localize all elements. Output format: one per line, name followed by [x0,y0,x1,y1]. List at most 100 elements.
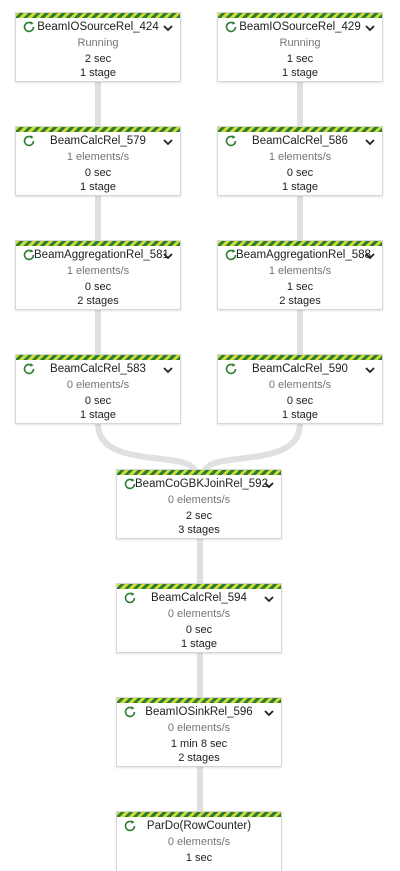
status-stripe [117,698,281,703]
step-throughput: 1 elements/s [268,265,332,277]
step-throughput: 0 elements/s [66,379,130,391]
chevron-down-icon[interactable] [364,364,376,376]
step-card-beamiosinkrel-596[interactable]: BeamIOSinkRel_596 0 elements/s 1 min 8 s… [116,697,282,767]
step-card-beamcogbkjoinrel-592[interactable]: BeamCoGBKJoinRel_592 0 elements/s 2 sec … [116,469,282,539]
status-stripe [218,13,382,18]
chevron-down-icon[interactable] [263,707,275,719]
step-throughput: 1 elements/s [66,151,130,163]
step-wall-time: 1 min 8 sec [170,738,228,750]
step-card-beamcalcrel-583[interactable]: BeamCalcRel_583 0 elements/s 0 sec 1 sta… [15,354,181,424]
step-wall-time: 1 sec [286,281,314,293]
chevron-down-icon[interactable] [364,22,376,34]
status-stripe [117,470,281,475]
chevron-down-icon[interactable] [162,136,174,148]
step-wall-time: 0 sec [84,281,112,293]
step-card-beamaggregationrel-581[interactable]: BeamAggregationRel_581 1 elements/s 0 se… [15,240,181,310]
step-stage-count: 1 stage [79,181,117,193]
step-card-pardo-rowcounter[interactable]: ParDo(RowCounter) 0 elements/s 1 sec [116,811,282,871]
step-card-header: ParDo(RowCounter) [117,819,281,835]
chevron-down-icon[interactable] [162,364,174,376]
step-card-header: BeamAggregationRel_588 [218,248,382,264]
chevron-down-icon[interactable] [364,250,376,262]
step-stage-count: 2 stages [77,295,119,307]
step-card-beamiosourcerel-429[interactable]: BeamIOSourceRel_429 Running 1 sec 1 stag… [217,12,383,82]
step-stage-count: 2 stages [178,752,220,764]
step-throughput: Running [77,37,119,49]
step-title: BeamIOSourceRel_429 [239,21,361,33]
step-card-header: BeamCalcRel_590 [218,362,382,378]
step-wall-time: 1 sec [185,852,213,864]
refresh-circle-icon [124,592,136,604]
refresh-circle-icon [23,363,35,375]
status-stripe [117,584,281,589]
status-stripe [16,241,180,246]
status-stripe [16,13,180,18]
step-card-header: BeamIOSourceRel_424 [16,20,180,36]
status-stripe [218,355,382,360]
step-card-header: BeamCalcRel_594 [117,591,281,607]
chevron-down-icon[interactable] [263,593,275,605]
refresh-circle-icon [225,135,237,147]
refresh-circle-icon [23,135,35,147]
step-stage-count: 1 stage [79,409,117,421]
step-throughput: 0 elements/s [268,379,332,391]
status-stripe [16,127,180,132]
step-stage-count: 1 stage [281,67,319,79]
step-title: ParDo(RowCounter) [146,820,252,832]
step-stage-count: 2 stages [279,295,321,307]
step-card-header: BeamCoGBKJoinRel_592 [117,477,281,493]
step-throughput: 1 elements/s [66,265,130,277]
step-title: BeamIOSourceRel_424 [37,21,159,33]
status-stripe [117,812,281,817]
step-stage-count: 1 stage [79,67,117,79]
step-card-beamcalcrel-586[interactable]: BeamCalcRel_586 1 elements/s 0 sec 1 sta… [217,126,383,196]
step-throughput: Running [279,37,321,49]
step-card-header: BeamIOSinkRel_596 [117,705,281,721]
step-throughput: 0 elements/s [167,836,231,848]
step-title: BeamCalcRel_583 [50,363,146,375]
step-wall-time: 2 sec [185,510,213,522]
step-wall-time: 0 sec [286,167,314,179]
step-title: BeamCalcRel_594 [151,592,247,604]
refresh-circle-icon [225,363,237,375]
refresh-circle-icon [124,706,136,718]
refresh-circle-icon [23,21,35,33]
status-stripe [16,355,180,360]
step-card-header: BeamCalcRel_579 [16,134,180,150]
refresh-circle-icon [23,249,35,261]
step-wall-time: 0 sec [185,624,213,636]
step-title: BeamAggregationRel_588 [236,249,371,261]
step-title: BeamAggregationRel_581 [34,249,169,261]
step-card-header: BeamIOSourceRel_429 [218,20,382,36]
step-card-beamiosourcerel-424[interactable]: BeamIOSourceRel_424 Running 2 sec 1 stag… [15,12,181,82]
chevron-down-icon[interactable] [263,479,275,491]
step-card-beamaggregationrel-588[interactable]: BeamAggregationRel_588 1 elements/s 1 se… [217,240,383,310]
chevron-down-icon[interactable] [364,136,376,148]
step-throughput: 0 elements/s [167,608,231,620]
step-title: BeamCalcRel_586 [252,135,348,147]
step-wall-time: 0 sec [84,167,112,179]
step-wall-time: 0 sec [286,395,314,407]
chevron-down-icon[interactable] [162,22,174,34]
step-card-beamcalcrel-590[interactable]: BeamCalcRel_590 0 elements/s 0 sec 1 sta… [217,354,383,424]
step-stage-count: 1 stage [281,181,319,193]
step-stage-count: 3 stages [178,524,220,536]
step-wall-time: 2 sec [84,53,112,65]
step-title: BeamCalcRel_579 [50,135,146,147]
step-card-header: BeamCalcRel_583 [16,362,180,378]
step-stage-count: 1 stage [281,409,319,421]
status-stripe [218,241,382,246]
step-throughput: 1 elements/s [268,151,332,163]
status-stripe [218,127,382,132]
step-card-beamcalcrel-594[interactable]: BeamCalcRel_594 0 elements/s 0 sec 1 sta… [116,583,282,653]
step-throughput: 0 elements/s [167,722,231,734]
chevron-down-icon[interactable] [162,250,174,262]
step-title: BeamIOSinkRel_596 [145,706,253,718]
step-throughput: 0 elements/s [167,494,231,506]
step-card-beamcalcrel-579[interactable]: BeamCalcRel_579 1 elements/s 0 sec 1 sta… [15,126,181,196]
step-title: BeamCoGBKJoinRel_592 [135,478,268,490]
edge-583-592 [95,423,198,473]
step-wall-time: 1 sec [286,53,314,65]
